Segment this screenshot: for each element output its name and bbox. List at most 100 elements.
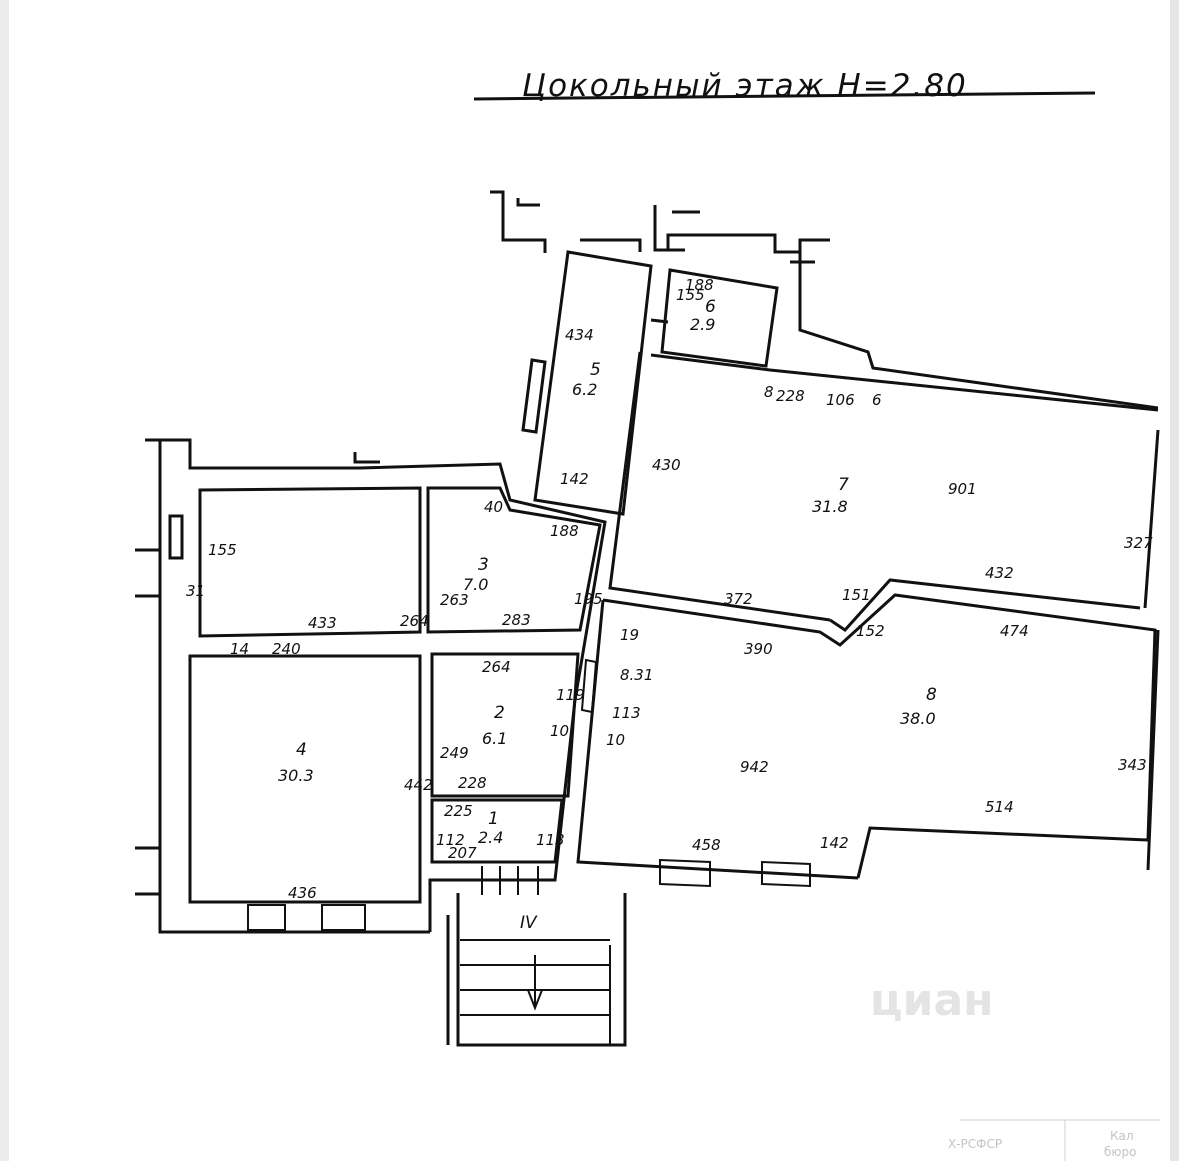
dim-r8-right: 343 <box>1118 756 1147 774</box>
room-7-left-wall <box>608 351 831 622</box>
room-1-area: 2.4 <box>478 828 503 847</box>
wall-stub-2 <box>653 205 685 252</box>
dim-r5-bottom: 142 <box>560 470 589 488</box>
dim-r4-bottom: 436 <box>288 884 317 902</box>
dim-r8-831: 8.31 <box>620 666 653 684</box>
left-window <box>168 514 184 560</box>
room-6-walls <box>660 268 779 368</box>
dim-r2-10: 10 <box>550 722 569 740</box>
room-1-walls <box>430 798 564 864</box>
room-8-top-wall <box>602 593 1157 879</box>
room-8-window <box>580 658 598 714</box>
room-8-area: 38.0 <box>900 709 936 728</box>
room-5-number: 5 <box>590 360 601 380</box>
bottom-windows-left <box>247 904 366 931</box>
room-7-bottom-wall <box>829 578 1141 632</box>
staircase-label: IV <box>520 913 538 933</box>
dim-r3-top-left: 40 <box>484 498 503 516</box>
stamp-text-1: Х-РСФСР <box>948 1137 1002 1151</box>
room-4-area: 30.3 <box>278 766 314 785</box>
stair-arrow-head <box>527 989 543 1011</box>
wall-stub-5 <box>353 452 380 464</box>
dim-r8-top: 474 <box>1000 622 1029 640</box>
dim-r2-right: 119 <box>556 686 585 704</box>
room-5-area: 6.2 <box>572 380 597 399</box>
room-3-area: 7.0 <box>463 575 488 594</box>
left-wall-break-2 <box>135 846 162 896</box>
watermark: циан <box>870 975 994 1026</box>
bottom-windows-right <box>659 858 811 888</box>
dim-r8-middle: 942 <box>740 758 769 776</box>
room-3-walls <box>426 486 602 634</box>
stamp-text-2: Кал <box>1110 1129 1134 1143</box>
room-a-walls <box>198 486 422 638</box>
dim-r7-diag: 151 <box>842 586 871 604</box>
dim-r2-bottom: 228 <box>458 774 487 792</box>
dim-r3-top: 188 <box>550 522 579 540</box>
left-wall-break-1 <box>135 548 162 598</box>
wall-top-right <box>798 252 1159 410</box>
room-6-number: 6 <box>705 297 716 317</box>
dim-r7-left: 430 <box>652 456 681 474</box>
dim-r5-side: 434 <box>565 326 594 344</box>
walls <box>135 91 1160 1047</box>
dim-r8-10: 10 <box>606 731 625 749</box>
dim-r1-bottom: 207 <box>448 844 477 862</box>
room-6-wall-joint <box>650 318 669 324</box>
entry-door <box>481 866 539 895</box>
dim-r7-right: 901 <box>948 480 977 498</box>
dim-ra-left: 155 <box>208 541 237 559</box>
dim-r2-left: 249 <box>440 744 469 762</box>
scan-edge-right <box>1170 0 1179 1161</box>
wall-top-mid <box>666 233 830 254</box>
staircase-walls <box>456 893 627 1047</box>
room-7-area: 31.8 <box>812 497 848 516</box>
room-7-right-wall <box>1143 429 1160 609</box>
dim-r8-diag: 152 <box>856 622 885 640</box>
dim-r3-bottom: 283 <box>502 611 531 629</box>
dim-r7-bottom: 372 <box>724 590 753 608</box>
dim-r7-side: 327 <box>1124 534 1153 552</box>
room-5-window <box>521 358 547 434</box>
room-8-right-wall <box>1146 629 1160 871</box>
dim-r8-bottom-right: 514 <box>985 798 1014 816</box>
room-4-walls <box>188 654 422 904</box>
dim-r8-113: 113 <box>612 704 641 722</box>
stamp-text-3: бюро <box>1104 1145 1136 1159</box>
wall-top-left <box>490 190 547 253</box>
dim-r6-side: 155 <box>676 286 705 304</box>
room-2-walls <box>430 652 580 798</box>
dim-r8-bottom: 458 <box>692 836 721 854</box>
left-block-outer-wall <box>158 440 430 934</box>
dim-ra-bottom: 433 <box>308 614 337 632</box>
room-8-number: 8 <box>926 685 937 705</box>
plan-title: Цокольный этаж H=2.80 <box>522 68 968 104</box>
dim-r8-top-a: 390 <box>744 640 773 658</box>
room-2-number: 2 <box>494 703 505 723</box>
dim-r4-right: 442 <box>404 776 433 794</box>
dim-r3-left: 263 <box>440 591 469 609</box>
room-3-number: 3 <box>478 555 489 575</box>
room-4-number: 4 <box>296 740 307 760</box>
dim-r7-bottom-right: 432 <box>985 564 1014 582</box>
dim-r7-top-a: 8 <box>764 383 774 401</box>
room-1-number: 1 <box>488 809 499 829</box>
wall-stub-1 <box>516 198 540 207</box>
wall-window-top <box>580 238 642 252</box>
dim-wall-14: 14 <box>230 640 249 658</box>
left-block-top-wall <box>145 438 607 932</box>
dim-r6-top: 188 <box>685 276 714 294</box>
corner-stamp: Х-РСФСР Кал бюро <box>948 1119 1160 1161</box>
room-7-top-wall <box>650 353 1159 412</box>
dim-r8-19: 19 <box>620 626 639 644</box>
dim-ra-small: 31 <box>186 582 205 600</box>
room-6-area: 2.9 <box>690 315 715 334</box>
dim-r7-top-c: 106 <box>826 391 855 409</box>
room-7-number: 7 <box>838 475 849 495</box>
dim-wall-240: 240 <box>272 640 301 658</box>
scan-edge-left <box>0 0 9 1161</box>
title-underline <box>473 91 1096 101</box>
dim-ra-right: 264 <box>400 612 429 630</box>
